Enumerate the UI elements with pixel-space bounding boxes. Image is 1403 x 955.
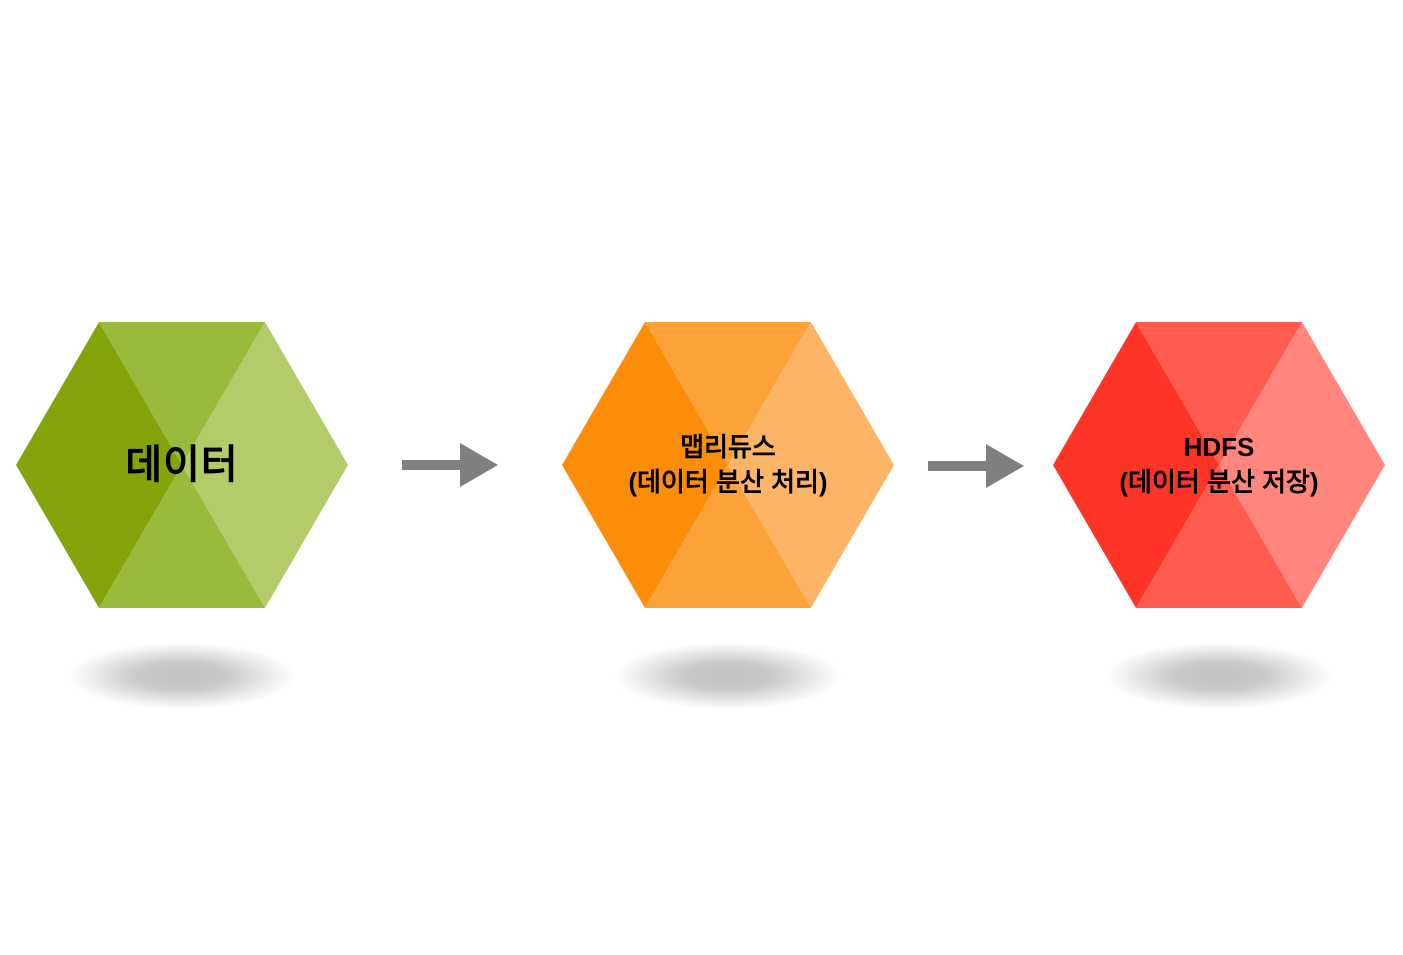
hexagon-facet-top xyxy=(1136,322,1302,465)
arrow-shaft xyxy=(402,460,462,470)
arrow-head xyxy=(460,443,498,487)
node-hdfs: HDFS (데이터 분산 저장) xyxy=(1053,322,1385,714)
hexagon-facet-top xyxy=(645,322,811,465)
hexagon-data-icon xyxy=(16,322,348,608)
hexagon-shadow xyxy=(1090,638,1348,714)
node-mapreduce: 맵리듀스 (데이터 분산 처리) xyxy=(562,322,894,714)
flow-arrow-icon xyxy=(928,444,1024,488)
arrow-head xyxy=(986,444,1024,488)
hexagon-facet-bottom xyxy=(1136,465,1302,608)
hexagon-shadow xyxy=(53,638,311,714)
hexagon-shadow xyxy=(599,638,857,714)
hexagon-mapreduce-icon xyxy=(562,322,894,608)
arrow-shaft xyxy=(928,461,988,471)
hexagon-hdfs-icon xyxy=(1053,322,1385,608)
flow-arrow-icon xyxy=(402,443,498,487)
hexagon-facet-bottom xyxy=(645,465,811,608)
hexagon-facet-top xyxy=(99,322,265,465)
hexagon-facet-bottom xyxy=(99,465,265,608)
node-data: 데이터 xyxy=(16,322,348,714)
